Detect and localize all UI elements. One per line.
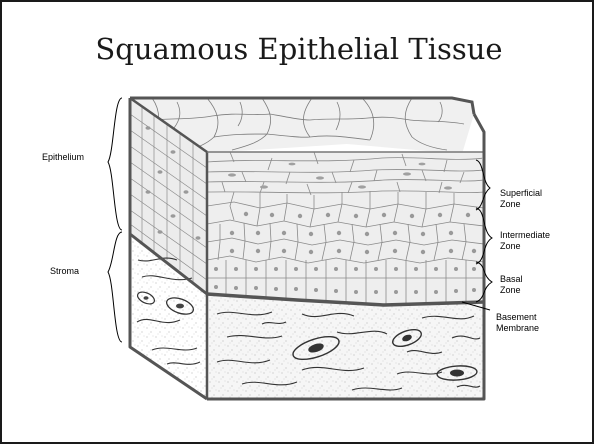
front-stroma: [207, 294, 484, 399]
superficial-zone-label-line1: Superficial: [500, 188, 542, 198]
basement-membrane-label-line2: Membrane: [496, 323, 539, 333]
stroma-bracket: [108, 232, 122, 342]
epithelium-bracket: [108, 98, 122, 230]
superficial-zone-label-line2: Zone: [500, 199, 521, 209]
front-epithelium: [207, 152, 484, 307]
basement-membrane-label-line1: Basement: [496, 312, 537, 322]
stroma-label: Stroma: [50, 266, 79, 276]
epithelium-label: Epithelium: [42, 152, 84, 162]
intermediate-zone-label-line1: Intermediate: [500, 230, 550, 240]
basal-zone-label-line2: Zone: [500, 285, 521, 295]
basal-zone-label-line1: Basal: [500, 274, 523, 284]
intermediate-zone-label-line2: Zone: [500, 241, 521, 251]
